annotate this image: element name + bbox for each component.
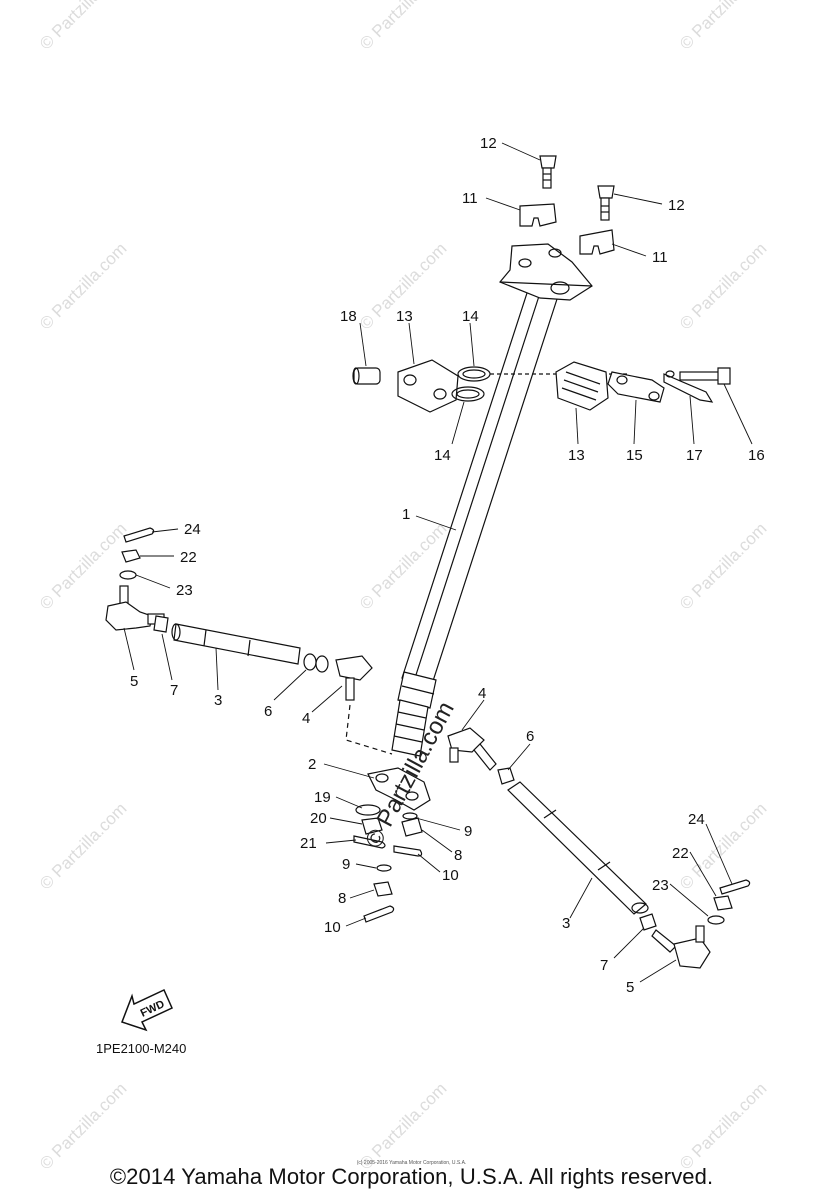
callout-21: 21 [300,835,317,852]
plate-15 [607,371,665,403]
lock-washer-17 [663,370,714,403]
assembly-line [345,704,393,755]
shaft-holder-left [397,359,459,413]
copyright-notice: ©2014 Yamaha Motor Corporation, U.S.A. A… [109,1164,714,1189]
callout-6: 6 [526,728,534,745]
washer-19 [355,804,381,816]
bolt-upper-right [597,185,615,221]
cotter-pin-right [719,879,751,895]
callout-6: 6 [264,703,272,720]
callout-8: 8 [338,890,346,907]
forward-arrow-icon: FWD [121,988,173,1032]
diagram-code: 1PE2100-M240 [96,1041,187,1056]
callout-12: 12 [480,135,497,152]
callout-8: 8 [454,847,462,864]
callouts: 12 11 12 11 18 13 14 14 13 15 17 16 1 24… [130,135,765,996]
bushing-lower [451,386,485,402]
nut-lower-8 [373,881,393,897]
callout-10: 10 [324,919,341,936]
callout-24: 24 [184,521,201,538]
callout-17: 17 [686,447,703,464]
leader-lines [123,142,753,983]
nut-upper-8 [401,817,423,837]
locknut-right-7 [639,913,657,931]
callout-23: 23 [652,877,669,894]
callout-19: 19 [314,789,331,806]
collar-18 [352,367,381,385]
cotter-pin-upper-10 [393,845,423,857]
steering-shaft [391,243,593,757]
cotter-pin-21 [353,835,386,849]
locknut-left-6 [303,653,329,673]
callout-3: 3 [214,692,222,709]
handlebar-holder-right [579,229,615,255]
washer-lower-9 [376,864,392,872]
callout-15: 15 [626,447,643,464]
callout-9: 9 [342,856,350,873]
callout-10: 10 [442,867,459,884]
callout-11: 11 [462,190,478,207]
callout-5: 5 [130,673,138,690]
locknut-left-7 [153,615,169,633]
washer-left-23 [119,570,137,580]
callout-14: 14 [462,308,479,325]
callout-22: 22 [672,845,689,862]
bolt-16 [679,367,731,385]
callout-13: 13 [396,308,413,325]
callout-7: 7 [600,957,608,974]
callout-11: 11 [652,249,668,266]
callout-7: 7 [170,682,178,699]
callout-4: 4 [302,710,310,727]
handlebar-holder-left [519,203,557,227]
tie-rod-left [171,623,301,665]
nut-20 [361,817,383,835]
callout-3: 3 [562,915,570,932]
tie-rod-right [507,781,649,915]
pitman-arm [367,767,431,811]
callout-5: 5 [626,979,634,996]
callout-16: 16 [748,447,765,464]
callout-23: 23 [176,582,193,599]
callout-14: 14 [434,447,451,464]
tiny-copyright: (c) 2005-2016 Yamaha Motor Corporation, … [356,1160,467,1166]
callout-4: 4 [478,685,486,702]
callout-9: 9 [464,823,472,840]
nut-right-22 [713,895,733,911]
callout-12: 12 [668,197,685,214]
bolt-upper-left [539,155,557,189]
cotter-pin-lower-10 [363,905,395,923]
tie-rod-end-right-4 [447,727,497,771]
callout-13: 13 [568,447,585,464]
bushing-upper [457,366,491,382]
locknut-right-6 [497,767,515,785]
callout-20: 20 [310,810,327,827]
tie-rod-end-left-4 [335,655,373,701]
washer-right-23 [707,915,725,925]
tie-rod-end-right [651,925,711,969]
shaft-holder-right [555,361,609,411]
washer-upper-9 [402,812,418,820]
cotter-pin-left [123,527,155,543]
callout-2: 2 [308,756,316,773]
callout-24: 24 [688,811,705,828]
callout-1: 1 [402,506,410,523]
callout-18: 18 [340,308,357,325]
callout-22: 22 [180,549,197,566]
nut-left-22 [121,549,141,563]
